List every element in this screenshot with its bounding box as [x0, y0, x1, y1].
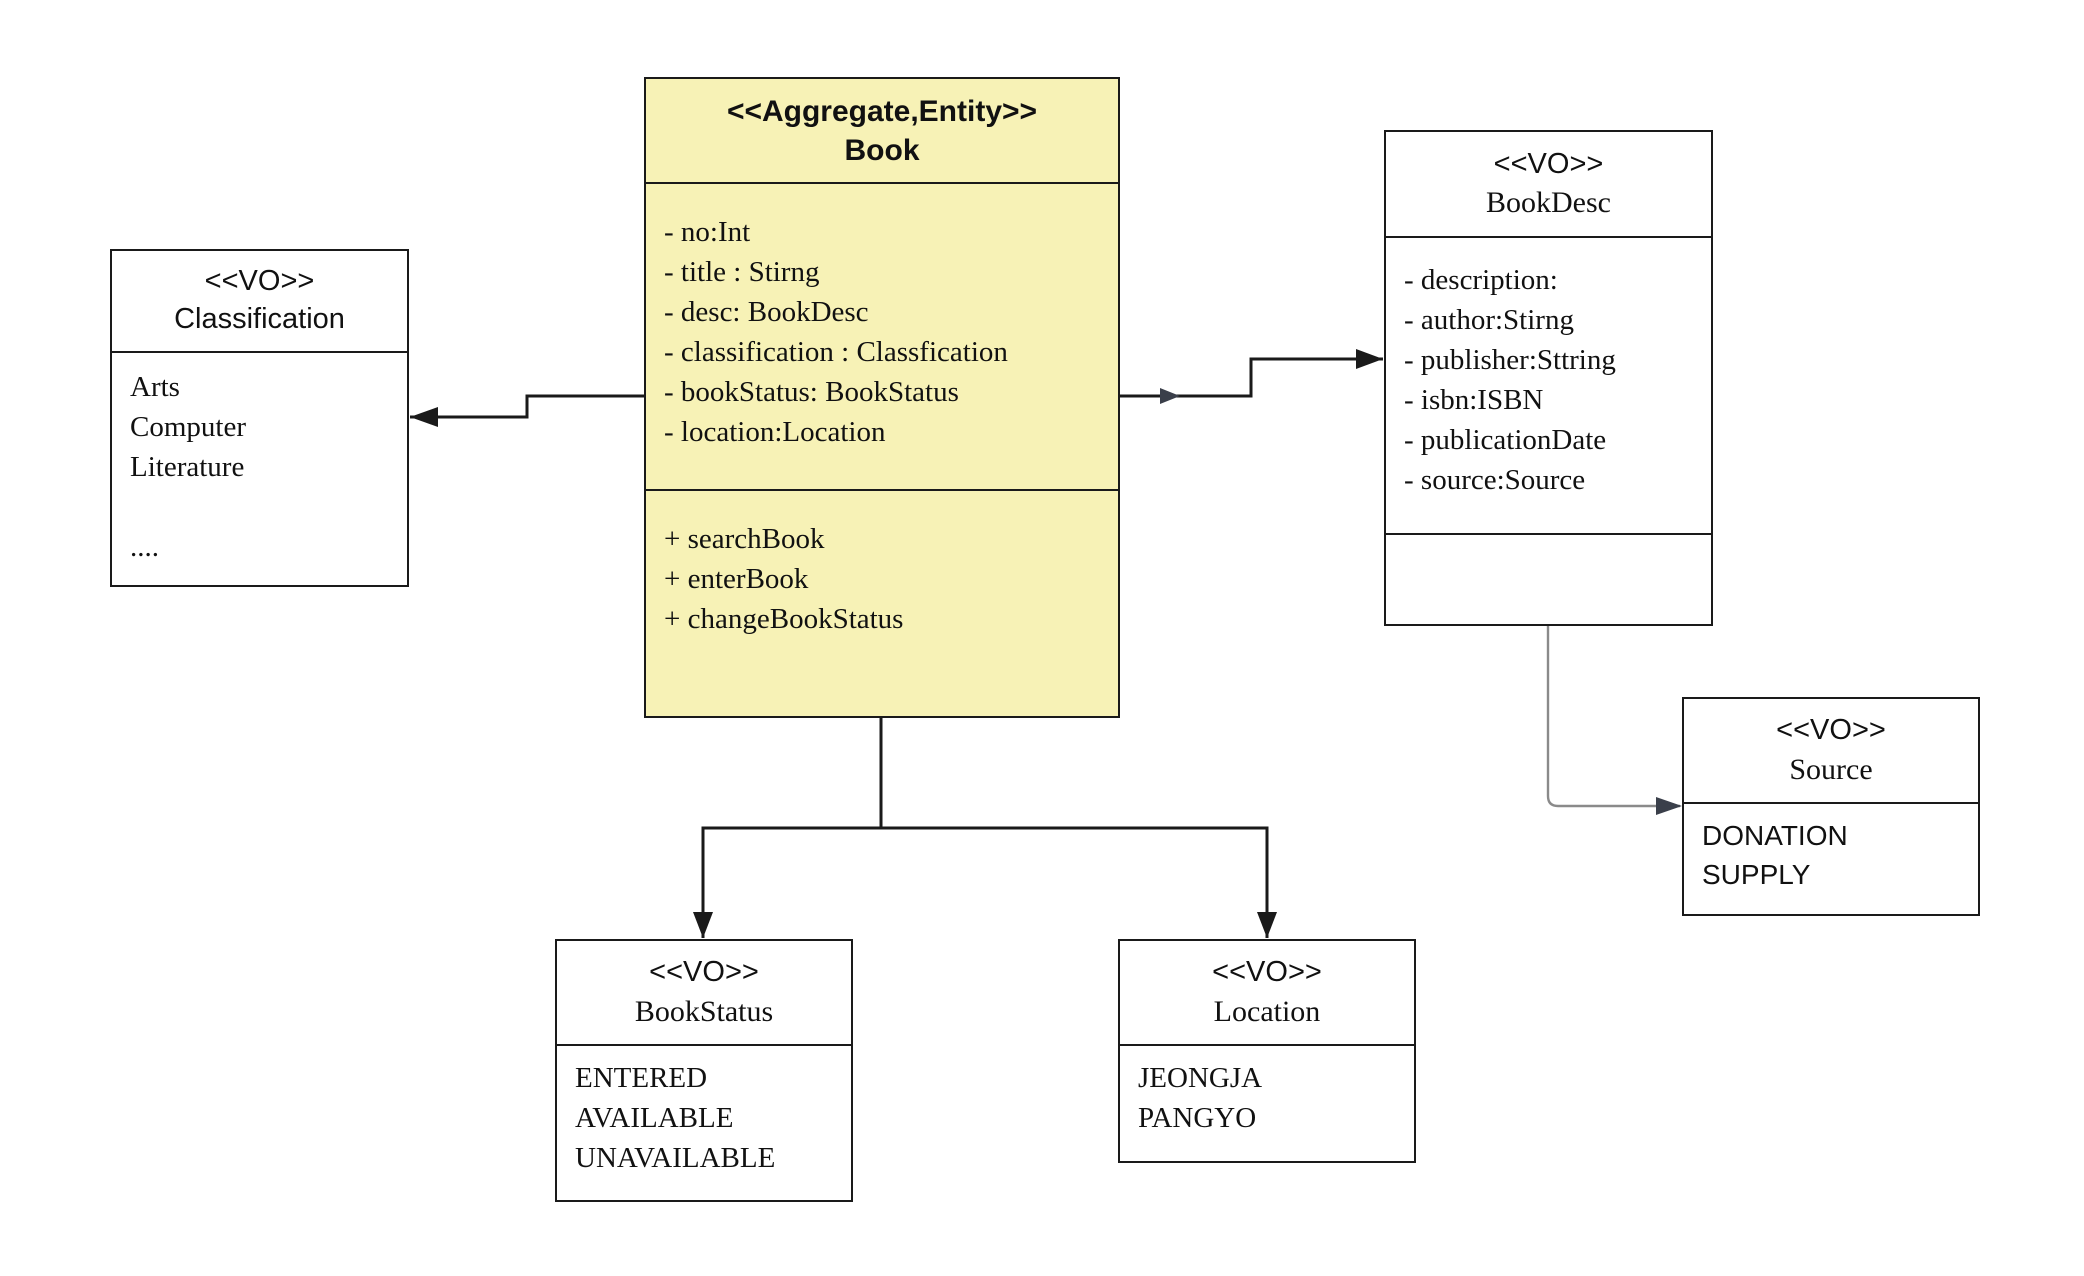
operation-row: + changeBookStatus — [664, 603, 904, 635]
enum-values: JEONGJA PANGYO — [1120, 1046, 1414, 1138]
attributes-section: - description: - author:Stirng - publish… — [1386, 238, 1711, 535]
enum-value: Literature — [130, 451, 245, 483]
class-classification[interactable]: <<VO>> Classification Arts Computer Lite… — [110, 249, 409, 587]
arrowhead-classification — [410, 407, 438, 427]
enum-value: Arts — [130, 371, 180, 403]
class-name: Location — [1213, 994, 1321, 1028]
operations-section-empty — [1386, 535, 1711, 559]
class-book[interactable]: <<Aggregate,Entity>> Book - no:Int - tit… — [644, 77, 1120, 718]
class-name: Classification — [174, 303, 345, 335]
arrowhead-book-right — [1160, 388, 1180, 404]
attribute-row: - isbn:ISBN — [1404, 384, 1544, 416]
stereotype-label: <<VO>> — [1493, 147, 1604, 180]
enum-values: DONATION SUPPLY — [1684, 804, 1978, 894]
class-location[interactable]: <<VO>> Location JEONGJA PANGYO — [1118, 939, 1416, 1163]
enum-value: PANGYO — [1138, 1102, 1257, 1134]
class-name: BookDesc — [1486, 186, 1611, 220]
attribute-row: - bookStatus: BookStatus — [664, 376, 959, 408]
class-name: BookStatus — [634, 994, 774, 1028]
stereotype-label: <<VO>> — [1212, 956, 1322, 989]
arrowhead-location — [1257, 912, 1277, 938]
class-name: Source — [1789, 752, 1873, 786]
attributes-section: - no:Int - title : Stirng - desc: BookDe… — [646, 184, 1118, 491]
blank-row — [130, 487, 389, 527]
stereotype-label: <<VO>> — [649, 956, 759, 989]
connector-book-bookstatus — [701, 826, 881, 938]
attribute-row: - location:Location — [664, 416, 886, 448]
arrowhead-source — [1656, 797, 1682, 815]
attribute-row: - source:Source — [1404, 464, 1586, 496]
class-name: Book — [844, 133, 920, 167]
enum-value: SUPPLY — [1702, 859, 1811, 890]
enum-value: DONATION — [1702, 820, 1848, 851]
stereotype-label: <<Aggregate,Entity>> — [726, 94, 1038, 128]
class-source[interactable]: <<VO>> Source DONATION SUPPLY — [1682, 697, 1980, 916]
attribute-row: - desc: BookDesc — [664, 296, 869, 328]
class-header: <<VO>> BookDesc — [1386, 132, 1711, 238]
enum-value: ENTERED — [575, 1062, 708, 1094]
attribute-row: - title : Stirng — [664, 256, 820, 288]
connector-book-location — [881, 826, 1269, 938]
operation-row: + enterBook — [664, 563, 809, 595]
connector-book-classification — [410, 394, 644, 419]
attribute-row: - publisher:Sttring — [1404, 344, 1616, 376]
operations-section: + searchBook + enterBook + changeBookSta… — [646, 491, 1118, 639]
arrowhead-bookstatus — [693, 912, 713, 938]
enum-value: Computer — [130, 411, 246, 443]
class-bookstatus[interactable]: <<VO>> BookStatus ENTERED AVAILABLE UNAV… — [555, 939, 853, 1202]
attribute-row: - description: — [1404, 264, 1558, 296]
stereotype-label: <<VO>> — [1776, 714, 1886, 747]
class-bookdesc[interactable]: <<VO>> BookDesc - description: - author:… — [1384, 130, 1713, 626]
attribute-row: - publicationDate — [1404, 424, 1607, 456]
connector-book-bookdesc — [1118, 357, 1383, 398]
enum-value: .... — [130, 531, 159, 563]
enum-values: ENTERED AVAILABLE UNAVAILABLE — [557, 1046, 851, 1178]
operation-row: + searchBook — [664, 523, 825, 555]
attribute-row: - no:Int — [664, 216, 751, 248]
arrowhead-bookdesc — [1356, 349, 1383, 369]
class-header: <<Aggregate,Entity>> Book — [646, 79, 1118, 184]
enum-value: UNAVAILABLE — [575, 1142, 776, 1174]
enum-value: AVAILABLE — [575, 1102, 734, 1134]
class-header: <<VO>> Classification — [112, 251, 407, 353]
enum-value: JEONGJA — [1138, 1062, 1263, 1094]
stereotype-label: <<VO>> — [204, 265, 315, 298]
attribute-row: - author:Stirng — [1404, 304, 1574, 336]
class-header: <<VO>> BookStatus — [557, 941, 851, 1046]
class-header: <<VO>> Location — [1120, 941, 1414, 1046]
enum-values: Arts Computer Literature .... — [112, 353, 407, 567]
attribute-row: - classification : Classfication — [664, 336, 1008, 368]
connector-bookdesc-source — [1546, 626, 1680, 808]
class-header: <<VO>> Source — [1684, 699, 1978, 804]
